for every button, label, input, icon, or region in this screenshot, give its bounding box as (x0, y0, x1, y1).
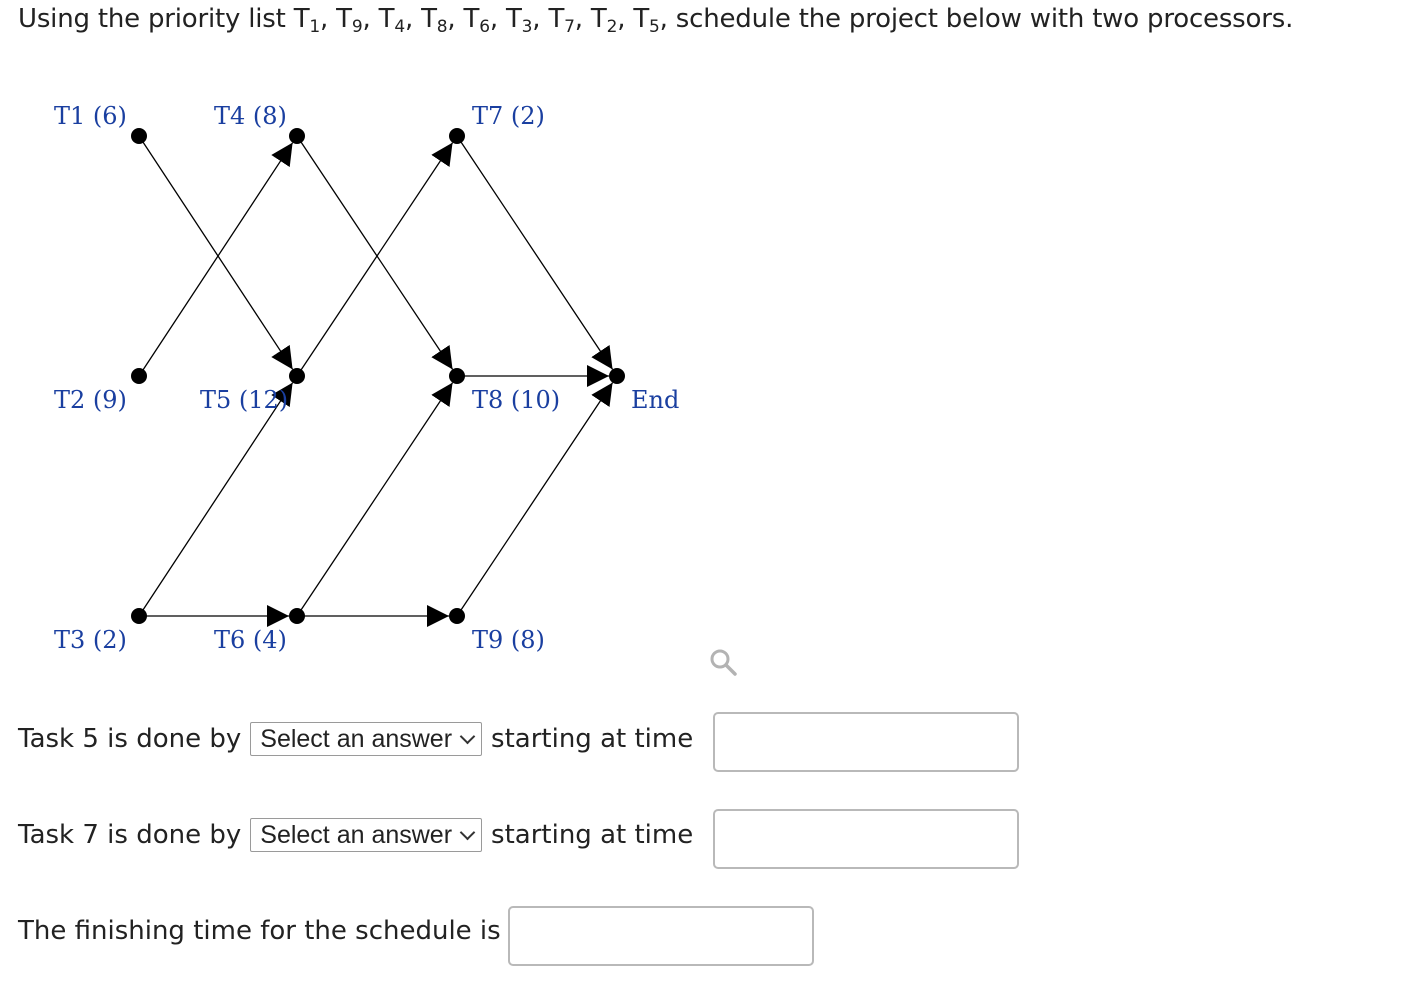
task7-processor-select[interactable]: Select an answer (250, 818, 483, 852)
chevron-down-icon (459, 824, 476, 841)
priority-task-T4: T4 (378, 4, 406, 37)
node-label-T9: T9 (8) (472, 626, 545, 654)
priority-task-T2: T2 (590, 4, 618, 37)
priority-task-T6: T6 (463, 4, 491, 37)
task5-start-input[interactable] (713, 712, 1019, 772)
edge-T7-to-End (456, 135, 614, 370)
task5-label: Task 5 is done by (18, 724, 242, 754)
edge-T5-to-T7 (296, 142, 454, 377)
priority-list: T1, T9, T4, T8, T6, T3, T7, T2, T5 (293, 4, 660, 37)
node-T5 (289, 368, 305, 384)
edge-T2-to-T4 (138, 142, 294, 377)
node-label-T8: T8 (10) (472, 386, 560, 414)
edge-T1-to-T5 (138, 135, 294, 370)
task5-start-label: starting at time (491, 724, 694, 754)
task7-select-value: Select an answer (260, 820, 453, 849)
priority-task-T8: T8 (421, 4, 448, 37)
node-T9 (449, 608, 465, 624)
question-text: Using the priority list T1, T9, T4, T8, … (18, 4, 1293, 37)
edge-T6-to-T8 (296, 382, 454, 617)
node-label-T3: T3 (2) (54, 626, 127, 654)
node-label-T4: T4 (8) (214, 102, 287, 130)
node-T7 (449, 128, 465, 144)
node-T6 (289, 608, 305, 624)
priority-task-T9: T9 (336, 4, 363, 37)
node-T1 (131, 128, 147, 144)
node-T4 (289, 128, 305, 144)
edge-T3-to-T5 (138, 382, 294, 617)
edge-T4-to-T8 (296, 135, 454, 370)
priority-task-T5: T5 (633, 4, 660, 37)
priority-task-T7: T7 (548, 4, 575, 37)
node-label-T2: T2 (9) (54, 386, 127, 414)
task5-row: Task 5 is done by Select an answer start… (18, 722, 693, 756)
node-label-End: End (631, 386, 679, 414)
node-label-T7: T7 (2) (472, 102, 545, 130)
magnifier-icon[interactable] (706, 645, 740, 679)
node-label-T1: T1 (6) (54, 102, 127, 130)
task7-start-input[interactable] (713, 809, 1019, 869)
finish-label: The finishing time for the schedule is (18, 916, 501, 946)
task7-start-label: starting at time (491, 820, 694, 850)
task7-row: Task 7 is done by Select an answer start… (18, 818, 693, 852)
question-suffix: , schedule the project below with two pr… (659, 4, 1294, 34)
edge-T9-to-End (456, 382, 614, 617)
finish-time-input[interactable] (508, 906, 814, 966)
node-label-T6: T6 (4) (214, 626, 287, 654)
node-T3 (131, 608, 147, 624)
node-End (609, 368, 625, 384)
precedence-diagram: T1 (6) T4 (8) T7 (2) T2 (9) T5 (12) T8 (10) En… (54, 102, 679, 654)
task5-select-value: Select an answer (260, 724, 453, 753)
question-prefix: Using the priority list (18, 4, 294, 34)
node-T8 (449, 368, 465, 384)
task7-label: Task 7 is done by (18, 820, 242, 850)
chevron-down-icon (459, 728, 476, 745)
priority-task-T3: T3 (505, 4, 533, 37)
node-T2 (131, 368, 147, 384)
task5-processor-select[interactable]: Select an answer (250, 722, 483, 756)
node-label-T5: T5 (12) (200, 386, 288, 414)
finish-row: The finishing time for the schedule is (18, 916, 501, 946)
priority-task-T1: T1 (293, 4, 321, 37)
